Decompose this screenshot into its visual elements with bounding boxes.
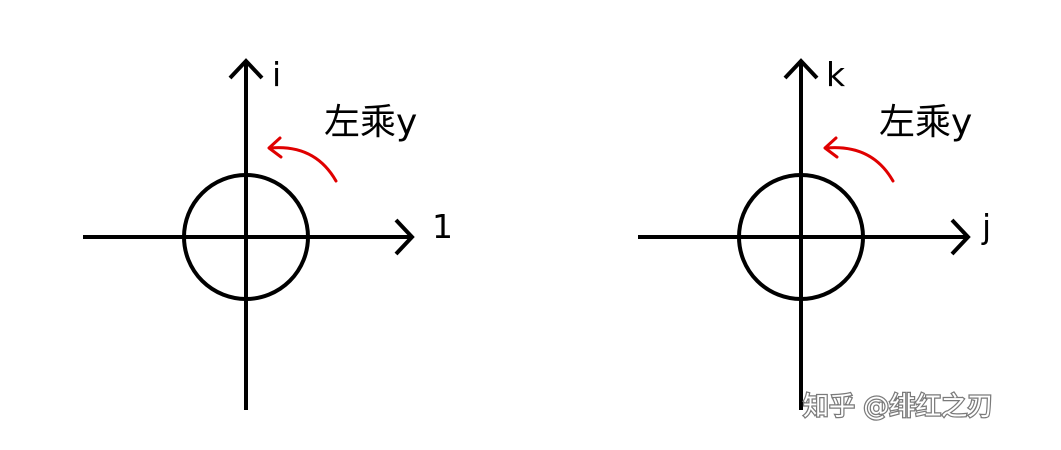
- right-unit-circle: [737, 173, 865, 301]
- right-rotation-arrowhead: [823, 136, 839, 159]
- right-horizontal-axis-label: j: [981, 207, 991, 246]
- left-rotation-arrowhead: [267, 136, 283, 159]
- left-horizontal-arrowhead: [394, 218, 415, 256]
- left-vertical-axis-label: i: [272, 55, 281, 94]
- left-horizontal-axis-label: 1: [432, 207, 453, 246]
- watermark: 知乎 @绯红之刃: [803, 392, 993, 422]
- left-rotation-arrow: [268, 146, 338, 183]
- left-diagram: 1 i 左乘y: [83, 55, 453, 410]
- right-diagram: j k 左乘y: [638, 55, 991, 410]
- left-rotation-label: 左乘y: [324, 102, 417, 143]
- right-rotation-arrow: [824, 146, 895, 183]
- left-vertical-arrowhead: [228, 58, 264, 80]
- left-unit-circle: [182, 173, 310, 301]
- right-vertical-axis-label: k: [826, 55, 846, 94]
- right-vertical-arrowhead: [783, 58, 819, 80]
- right-horizontal-arrowhead: [950, 218, 971, 256]
- right-rotation-label: 左乘y: [879, 102, 972, 143]
